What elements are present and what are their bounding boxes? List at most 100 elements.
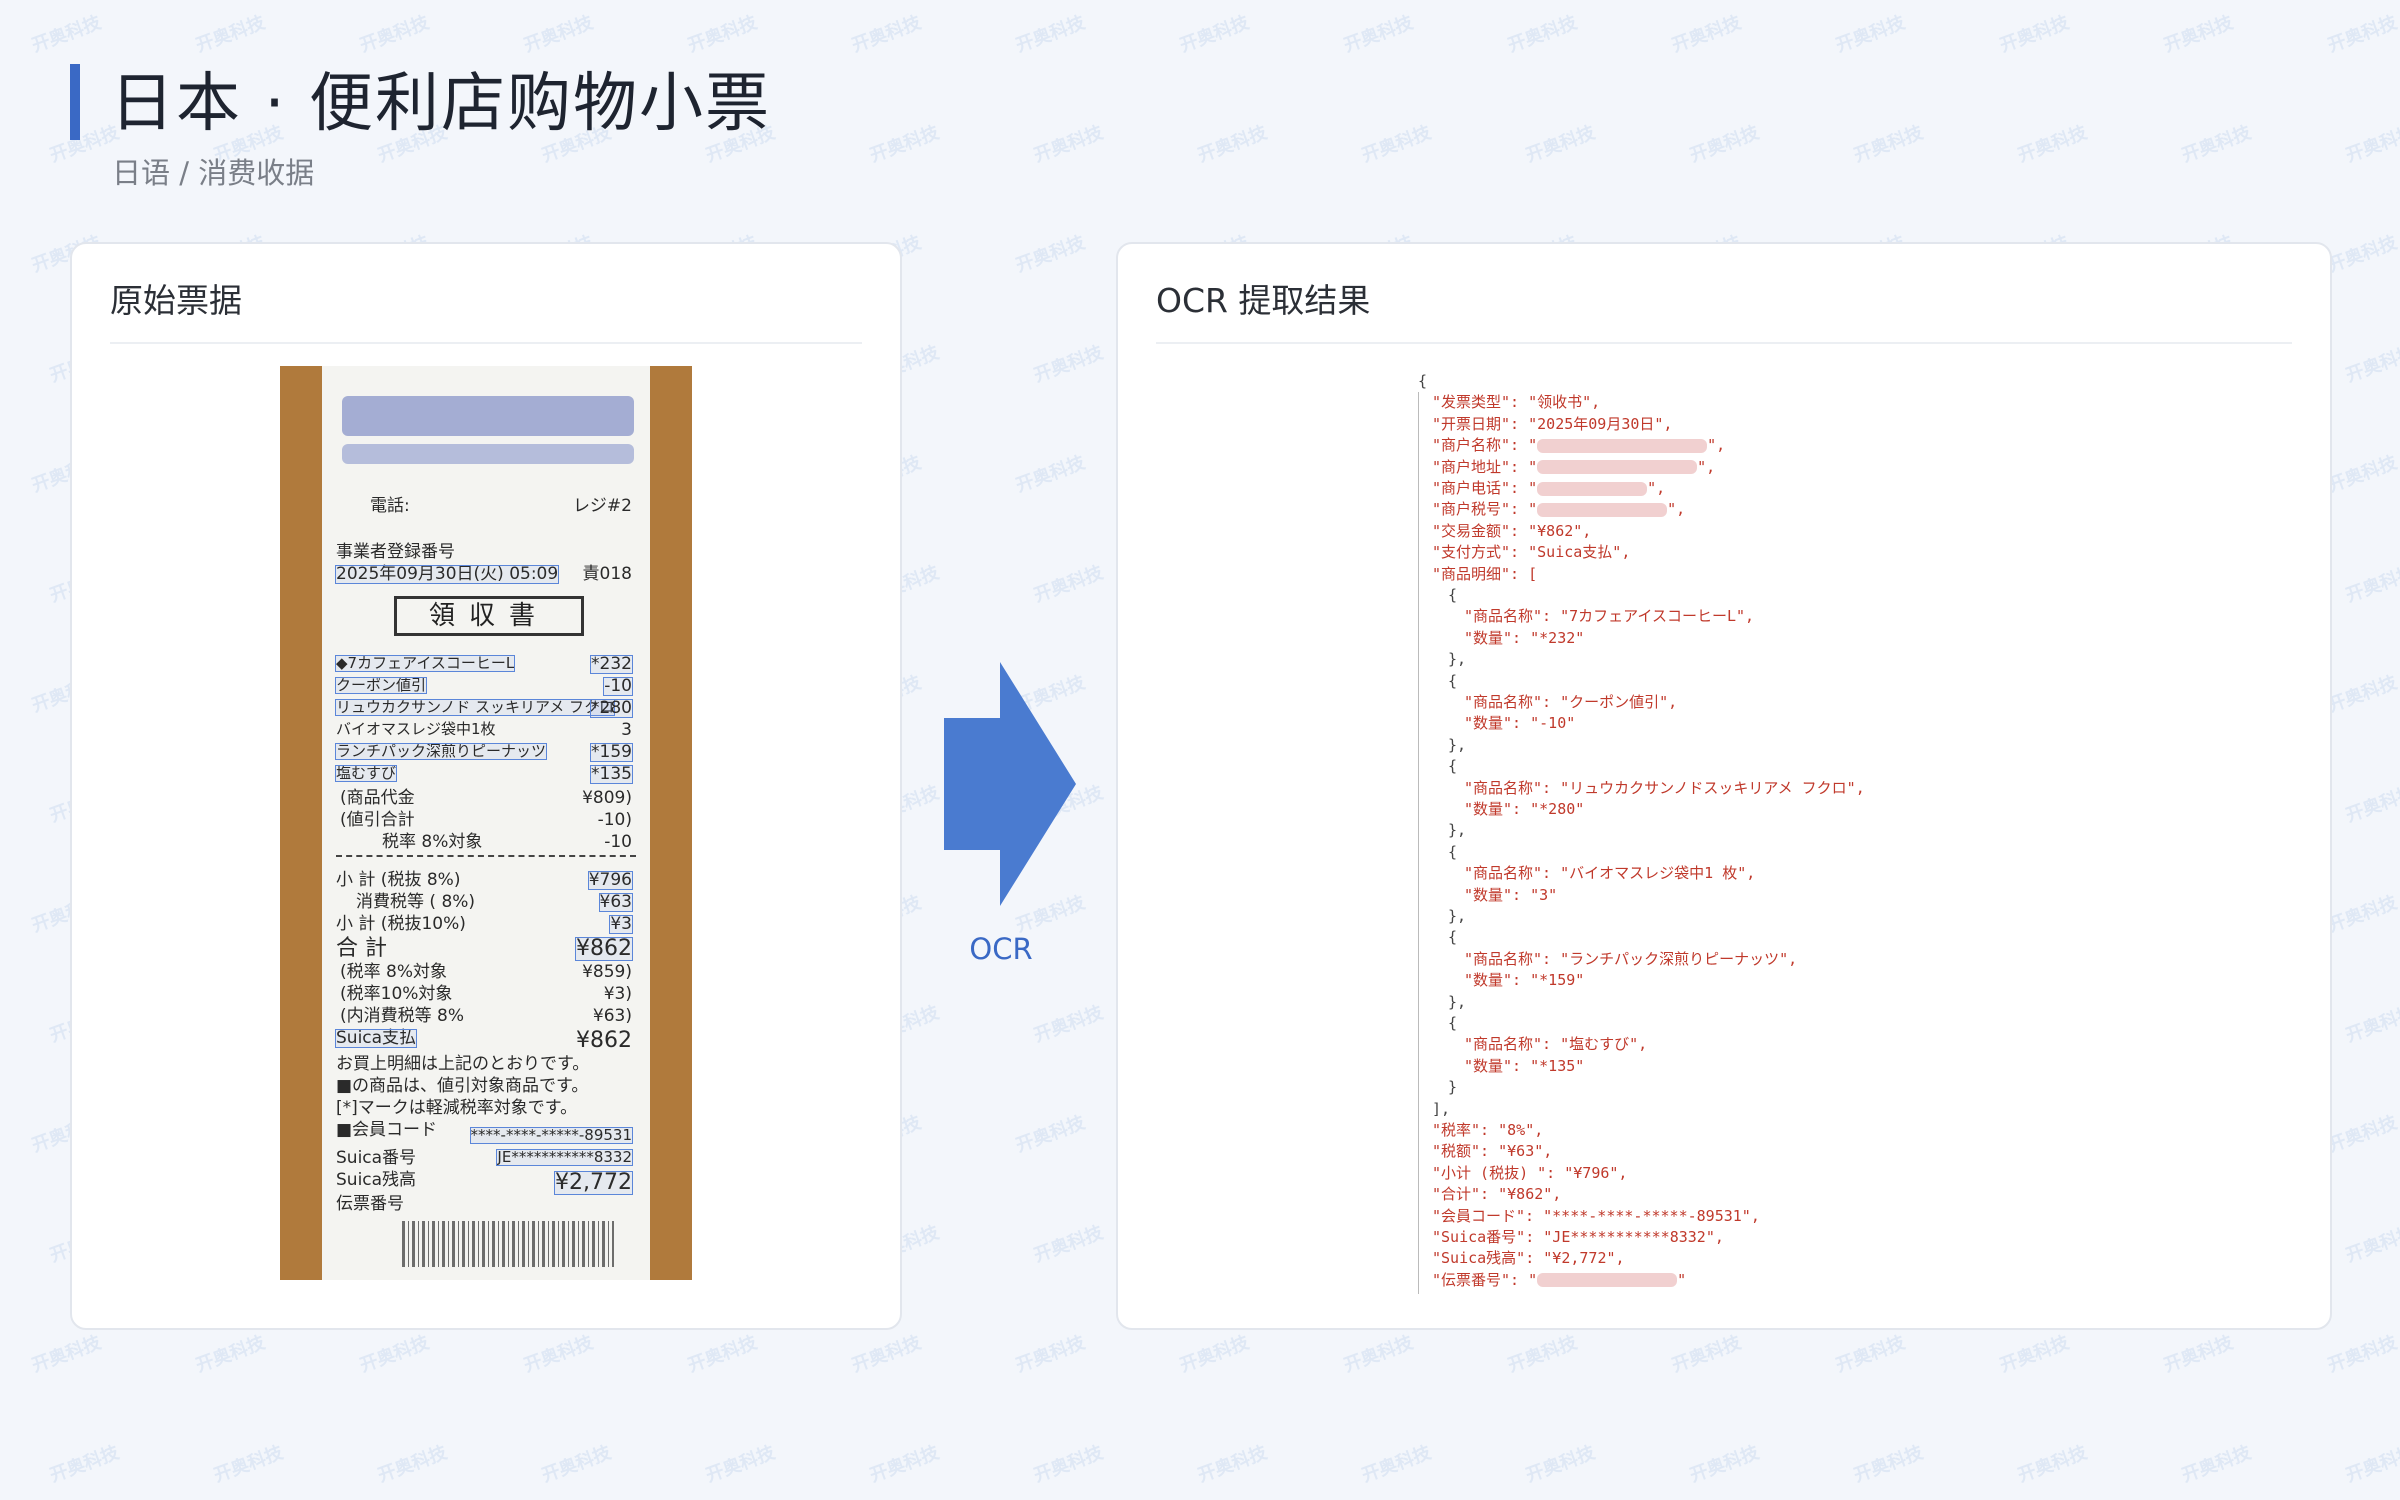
watermark-text: 开奥科技 xyxy=(47,1442,122,1487)
json-line: "数量": "*159" xyxy=(1464,973,1584,988)
json-line: }, xyxy=(1448,994,1466,1010)
receipt-datetime-label: 2025年09月30日(火) 05:09 xyxy=(334,564,560,584)
json-line: "商户名称": "", xyxy=(1432,438,1725,453)
watermark-text: 开奥科技 xyxy=(2325,672,2400,717)
json-line: "支付方式": "Suica支払", xyxy=(1432,545,1630,560)
watermark-text: 开奥科技 xyxy=(1833,1332,1908,1377)
json-line: "数量": "*232" xyxy=(1464,630,1584,646)
watermark-text: 开奥科技 xyxy=(1195,1442,1270,1487)
receipt-subtotal-row-value: ¥809) xyxy=(582,788,632,808)
json-line-text: "商户地址": " xyxy=(1432,457,1538,476)
watermark-text: 开奥科技 xyxy=(1833,12,1908,57)
receipt-item-row-value: 3 xyxy=(621,720,632,740)
receipt-total-row-label: (内消費税等 8% xyxy=(340,1006,465,1026)
json-line-text: "伝票番号": " xyxy=(1432,1270,1538,1289)
receipt-total-row-value: ¥859) xyxy=(582,962,632,982)
watermark-text: 开奥科技 xyxy=(1031,122,1106,167)
watermark-text: 开奥科技 xyxy=(703,1442,778,1487)
json-line-text: } xyxy=(1448,1078,1458,1097)
receipt-item-row-label: リュウカクサンノド スッキリアメ フクロ xyxy=(334,698,616,716)
watermark-text: 开奥科技 xyxy=(193,12,268,57)
json-line-text: { xyxy=(1448,586,1458,604)
json-line: { xyxy=(1448,759,1457,774)
json-redacted-value xyxy=(1537,1273,1678,1288)
json-line-text: }, xyxy=(1448,735,1467,754)
json-line: "税额": "¥63", xyxy=(1432,1144,1552,1159)
watermark-text: 开奥科技 xyxy=(1851,122,1926,167)
json-line-text: "合计": "¥862", xyxy=(1432,1185,1562,1204)
json-redacted-value xyxy=(1537,502,1668,517)
watermark-text: 开奥科技 xyxy=(521,12,596,57)
watermark-text: 开奥科技 xyxy=(357,1332,432,1377)
receipt-note-label: ■会員コード xyxy=(336,1120,438,1140)
watermark-text: 开奥科技 xyxy=(375,1442,450,1487)
json-line: "商品名称": "塩むすび", xyxy=(1464,1037,1647,1052)
watermark-text: 开奥科技 xyxy=(1031,562,1106,607)
watermark-text: 开奥科技 xyxy=(29,12,104,57)
receipt-registration-label: 事業者登録番号 xyxy=(336,542,455,562)
receipt-subtotal-row-label: (商品代金 xyxy=(340,788,415,808)
ocr-arrow-icon xyxy=(944,662,1076,906)
watermark-text: 开奥科技 xyxy=(211,1442,286,1487)
receipt-suica-number-value: JE***********8332 xyxy=(496,1148,633,1166)
json-line-text: { xyxy=(1448,671,1458,690)
receipt-note-label: ■の商品は、値引対象商品です。 xyxy=(336,1076,589,1096)
receipt-datetime-value: 責018 xyxy=(582,564,632,584)
watermark-text: 开奥科技 xyxy=(1013,12,1088,57)
watermark-text: 开奥科技 xyxy=(521,1332,596,1377)
watermark-text: 开奥科技 xyxy=(1013,1332,1088,1377)
json-line-text: "开票日期": "2025年09月30日", xyxy=(1432,414,1673,433)
receipt-barcode xyxy=(402,1221,614,1267)
json-line: "商品明细": [ xyxy=(1432,564,1538,583)
receipt-total-row-value: ¥63 xyxy=(598,892,634,912)
json-line-text: "小计 (税抜) ": "¥796", xyxy=(1432,1163,1628,1182)
json-line-text: "商品名称": "ランチパック深煎りピーナッツ", xyxy=(1464,949,1798,968)
receipt-total-row-value: ¥3) xyxy=(603,984,632,1004)
json-line: "伝票番号": " " xyxy=(1432,1270,1687,1289)
watermark-text: 开奥科技 xyxy=(2015,122,2090,167)
json-line-text: "数量": "*159" xyxy=(1464,971,1585,990)
watermark-text: 开奥科技 xyxy=(2179,122,2254,167)
watermark-text: 开奥科技 xyxy=(2161,12,2236,57)
store-logo-redacted xyxy=(342,396,634,436)
receipt-total-row-label: 消費税等 ( 8%) xyxy=(356,892,476,912)
json-line-text: "发票类型": "领收书", xyxy=(1432,393,1601,412)
json-line-text: "商品明细": [ xyxy=(1432,564,1538,583)
original-receipt-title: 原始票据 xyxy=(110,274,862,344)
json-line: "商户地址": "", xyxy=(1432,457,1715,476)
json-line-tail: " xyxy=(1677,1270,1687,1289)
watermark-text: 开奥科技 xyxy=(357,12,432,57)
receipt-note-label: [*]マークは軽減税率対象です。 xyxy=(336,1098,578,1118)
receipt-total-row-value: ¥63) xyxy=(592,1006,632,1026)
watermark-text: 开奥科技 xyxy=(1669,12,1744,57)
json-line: "商品名称": "7カフェアイスコーヒーL", xyxy=(1464,609,1754,624)
receipt-item-row-label: 塩むすび xyxy=(334,764,398,782)
ocr-arrow-label: OCR xyxy=(969,932,1033,966)
json-line: "商品名称": "バイオマスレジ袋中1 枚", xyxy=(1464,866,1755,881)
receipt-total-row-value: ¥3 xyxy=(609,914,633,934)
json-line: "商品名称": "リュウカクサンノドスッキリアメ フクロ", xyxy=(1464,780,1865,796)
watermark-text: 开奥科技 xyxy=(1505,12,1580,57)
watermark-text: 开奥科技 xyxy=(1997,1332,2072,1377)
watermark-text: 开奥科技 xyxy=(1031,342,1106,387)
json-line: { xyxy=(1448,671,1458,690)
json-line: "合计": "¥862", xyxy=(1432,1187,1561,1202)
receipt-total-row-value: ¥796 xyxy=(587,870,634,890)
ocr-result-card: OCR 提取结果 {"发票类型": "领收书","开票日期": "2025年09… xyxy=(1116,242,2332,1330)
ocr-json-view: { "发票类型": "领收书", "开票日期": "2025年09月30日", "商户… xyxy=(1418,374,1978,1294)
watermark-text: 开奥科技 xyxy=(2325,1332,2400,1377)
json-line-tail: ", xyxy=(1647,479,1666,497)
receipt-total-row-value: ¥862 xyxy=(576,1028,632,1053)
watermark-text: 开奥科技 xyxy=(1687,122,1762,167)
json-line-text: { xyxy=(1448,757,1458,776)
receipt-item-row-value: *232 xyxy=(590,654,633,674)
json-line: }, xyxy=(1448,823,1466,838)
json-line-tail: ", xyxy=(1667,500,1686,519)
watermark-text: 开奥科技 xyxy=(2325,12,2400,57)
receipt-doc-title: 領収書 xyxy=(394,596,584,636)
page-subtitle: 日语 / 消费收据 xyxy=(112,156,315,190)
receipt-slip-number-label: 伝票番号 xyxy=(336,1194,404,1214)
page-title: 日本 · 便利店购物小票 xyxy=(110,67,772,141)
receipt-total-row-label: 小 計 (税抜10%) xyxy=(336,914,466,934)
